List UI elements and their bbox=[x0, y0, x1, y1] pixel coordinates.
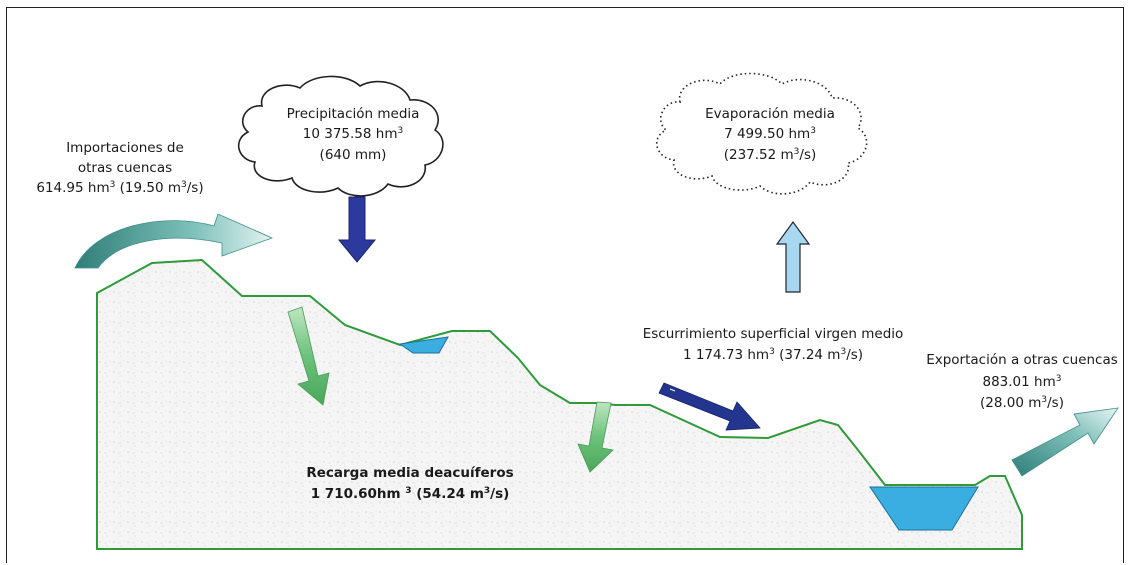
small-lake bbox=[398, 336, 449, 354]
recharge-title: Recarga media deacuíferos bbox=[306, 465, 514, 481]
diagram-frame bbox=[6, 7, 1124, 563]
recharge-arrow-2 bbox=[577, 401, 614, 473]
evaporation-cloud bbox=[655, 72, 868, 195]
recharge-values: 1 710.60hm 3 (54.24 m3/s) bbox=[310, 486, 510, 502]
evaporation-title: Evaporación media bbox=[705, 106, 835, 122]
runoff-title: Escurrimiento superficial virgen medio bbox=[642, 326, 904, 342]
imports-values: 614.95 hm3 (19.50 m3/s) bbox=[36, 180, 204, 196]
runoff-arrow-highlight bbox=[669, 388, 676, 392]
imports-arrow bbox=[74, 213, 274, 269]
recharge-arrow-1 bbox=[287, 306, 330, 406]
precipitation-cloud bbox=[237, 75, 444, 197]
precipitation-volume: 10 375.58 hm3 bbox=[302, 126, 404, 142]
evaporation-arrow bbox=[775, 220, 811, 293]
runoff-arrow bbox=[658, 382, 761, 431]
evaporation-volume: 7 499.50 hm3 bbox=[724, 126, 816, 142]
exports-title: Exportación a otras cuencas bbox=[926, 352, 1118, 368]
precipitation-depth: (640 mm) bbox=[319, 147, 387, 163]
precipitation-arrow bbox=[337, 196, 377, 263]
imports-line1: Importaciones de bbox=[66, 140, 184, 156]
precipitation-title: Precipitación media bbox=[286, 106, 420, 122]
reservoir bbox=[869, 486, 979, 531]
exports-flow: (28.00 m3/s) bbox=[980, 395, 1064, 411]
imports-line2: otras cuencas bbox=[77, 160, 173, 176]
runoff-values: 1 174.73 hm3 (37.24 m3/s) bbox=[682, 347, 864, 363]
exports-arrow bbox=[1011, 407, 1119, 477]
evaporation-flow: (237.52 m3/s) bbox=[723, 147, 817, 163]
exports-volume: 883.01 hm3 bbox=[982, 374, 1062, 390]
